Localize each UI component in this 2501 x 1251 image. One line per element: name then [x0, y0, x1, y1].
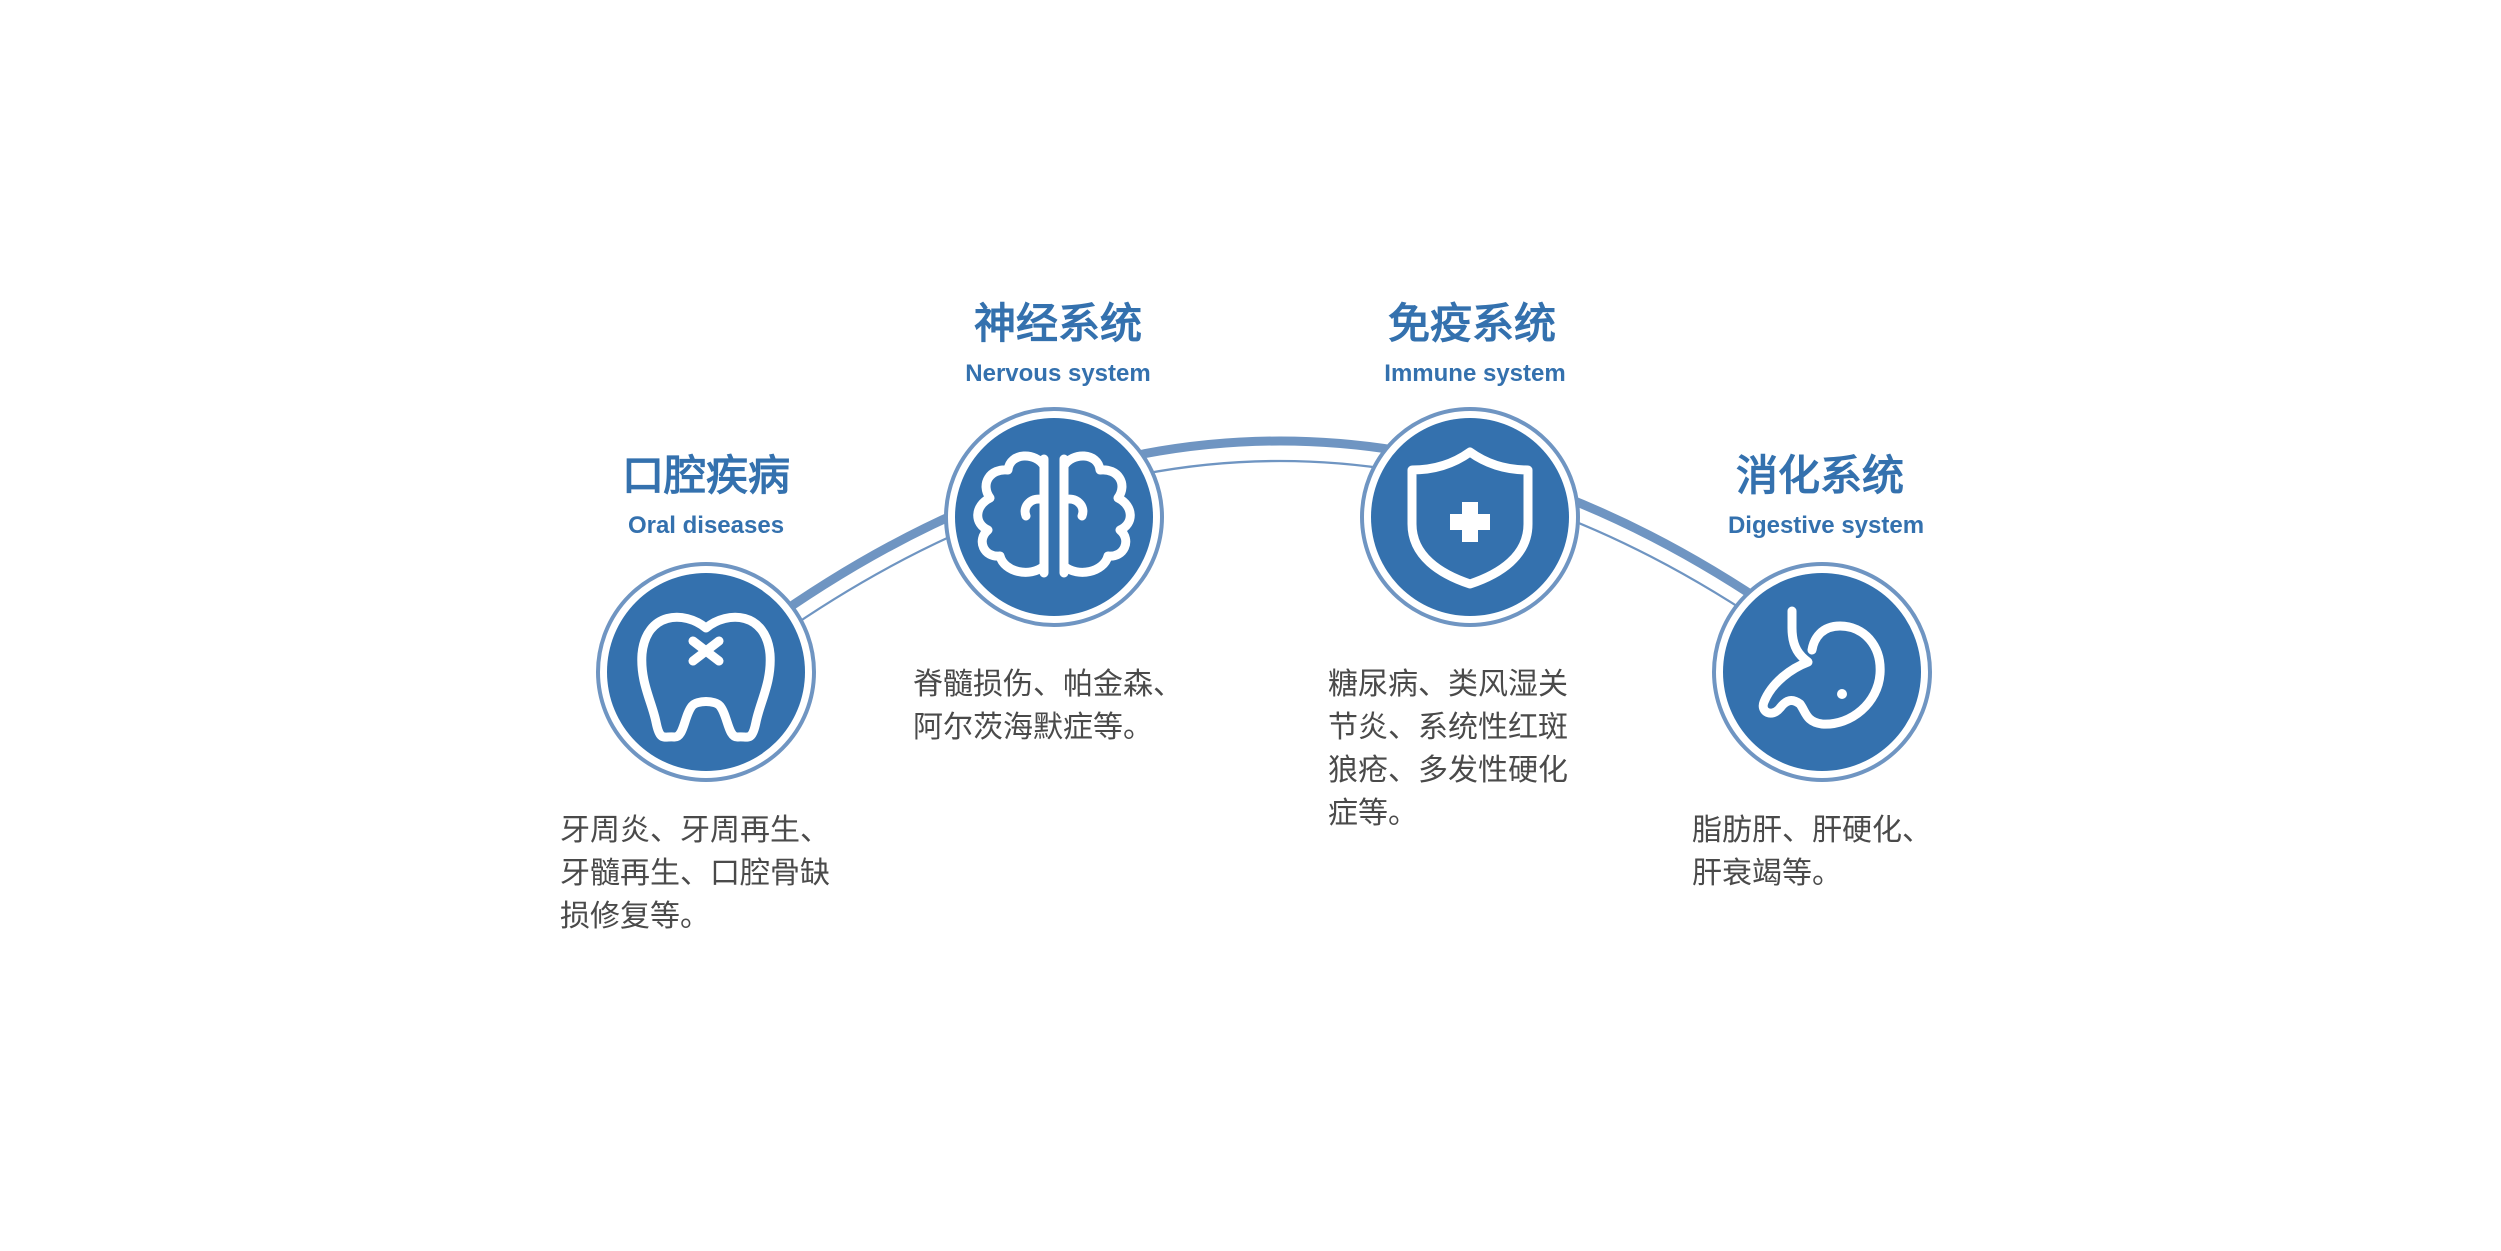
nervous-title-en: Nervous system: [965, 360, 1150, 387]
node-immune-system: 免疫系统 Immune system 糖尿病、类风湿关 节炎、系统性红斑 狼疮、…: [1328, 299, 1580, 831]
tooth-icon: [637, 612, 775, 742]
oral-icon-disc: [607, 573, 805, 771]
connecting-arc: [699, 436, 1861, 691]
digestive-icon-disc: [1723, 573, 1921, 771]
digestive-title-en: Digestive system: [1728, 512, 1924, 539]
immune-title-cn: 免疫系统: [1388, 299, 1556, 348]
immune-desc-line-1: 糖尿病、类风湿关: [1328, 667, 1568, 702]
digestive-title-cn: 消化系统: [1736, 451, 1904, 500]
digestive-desc-line-2: 肝衰竭等。: [1692, 856, 1842, 891]
stomach-icon: [1758, 606, 1885, 729]
nervous-desc-line-1: 脊髓损伤、帕金森、: [913, 667, 1183, 702]
oral-desc-line-3: 损修复等。: [560, 899, 710, 934]
oral-desc-line-1: 牙周炎、牙周再生、: [560, 813, 830, 848]
brain-icon: [973, 451, 1135, 578]
arc-outer-band: [699, 436, 1861, 676]
arc-inner-line: [705, 460, 1855, 691]
immune-desc-line-4: 症等。: [1328, 796, 1418, 831]
nervous-icon-disc: [955, 418, 1153, 616]
nervous-title-cn: 神经系统: [974, 299, 1142, 348]
nervous-desc-line-2: 阿尔茨海默症等。: [913, 710, 1153, 745]
oral-title-cn: 口腔疾病: [622, 451, 790, 500]
oral-title-en: Oral diseases: [628, 512, 784, 539]
oral-desc-line-2: 牙髓再生、口腔骨缺: [560, 856, 830, 891]
immune-desc-line-3: 狼疮、多发性硬化: [1328, 753, 1568, 788]
node-nervous-system: 神经系统 Nervous system 脊髓损伤、帕金森、 阿尔茨海默症等。: [913, 299, 1183, 745]
immune-title-en: Immune system: [1384, 360, 1565, 387]
node-oral-diseases: 口腔疾病 Oral diseases 牙周炎、牙周再生、 牙髓再生、口腔骨缺 损…: [560, 451, 830, 934]
digestive-desc-line-1: 脂肪肝、肝硬化、: [1692, 813, 1932, 848]
node-digestive-system: 消化系统 Digestive system 脂肪肝、肝硬化、 肝衰竭等。: [1692, 451, 1932, 891]
immune-desc-line-2: 节炎、系统性红斑: [1328, 710, 1568, 745]
shield-cross-icon: [1407, 447, 1533, 589]
